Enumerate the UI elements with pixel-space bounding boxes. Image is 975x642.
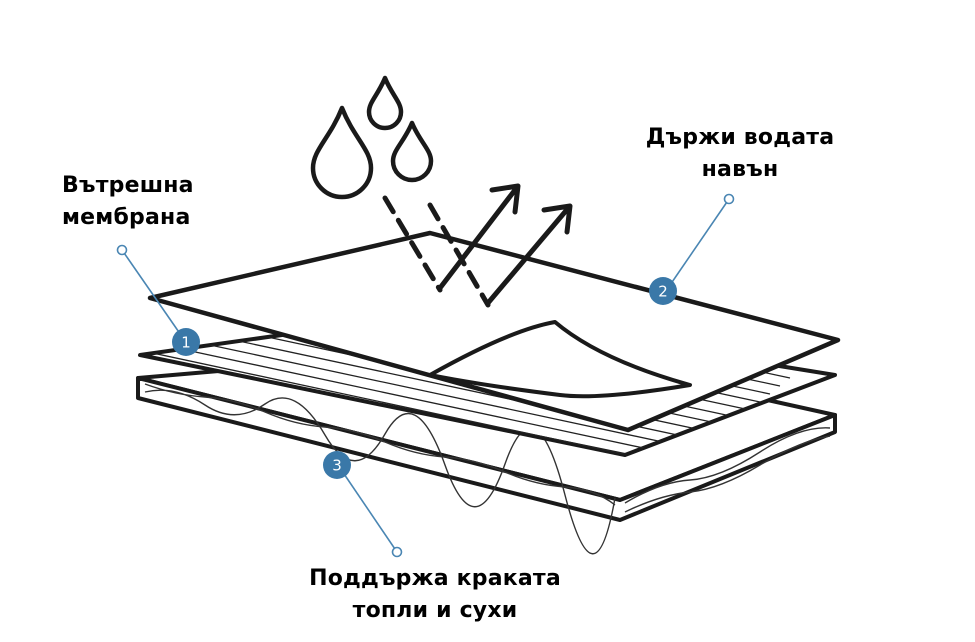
fleece-wave-pattern [144, 383, 831, 555]
callout-badge-2: 2 [649, 277, 677, 305]
callout-label-keeps-water-out: Държи водата навън [640, 122, 840, 186]
water-drop-icon [390, 120, 434, 183]
leader-dot-1 [116, 244, 128, 256]
callout-badge-1: 1 [172, 328, 200, 356]
badge-number-3: 3 [332, 457, 342, 475]
callout-label-line: Поддържа краката [309, 566, 561, 591]
badge-number-1: 1 [181, 334, 191, 352]
moisture-arrows [382, 183, 573, 308]
fleece-layer-edge [136, 376, 837, 522]
leader-line-3 [339, 467, 398, 553]
leader-dot-3 [391, 546, 403, 558]
leader-dot-2 [723, 193, 735, 205]
callout-label-line: Държи водата [645, 125, 835, 150]
callout-label-line: топли и сухи [352, 598, 518, 623]
water-drop-icon [366, 75, 404, 131]
callout-label-warm-dry-feet: Поддържа краката топли и сухи [290, 563, 580, 627]
dashed-arrow-down-icon [382, 195, 443, 293]
callout-label-line: навън [701, 157, 779, 182]
water-drops [310, 75, 434, 200]
arrow-up-right-icon [485, 203, 573, 306]
water-drop-icon [310, 105, 374, 200]
callout-label-line: Вътрешна [62, 173, 194, 198]
dashed-arrow-down-icon [427, 202, 491, 308]
callout-badge-3: 3 [323, 451, 351, 479]
callout-label-inner-membrane: Вътрешна мембрана [62, 170, 194, 234]
arrow-up-right-icon [437, 183, 521, 291]
outer-layer [147, 230, 841, 433]
leader-line-2 [667, 198, 730, 289]
badge-number-2: 2 [658, 283, 668, 301]
callout-label-line: мембрана [62, 205, 191, 230]
outer-layer-peel [428, 320, 692, 399]
leader-line-1 [121, 249, 184, 339]
leader-lines [116, 193, 735, 558]
